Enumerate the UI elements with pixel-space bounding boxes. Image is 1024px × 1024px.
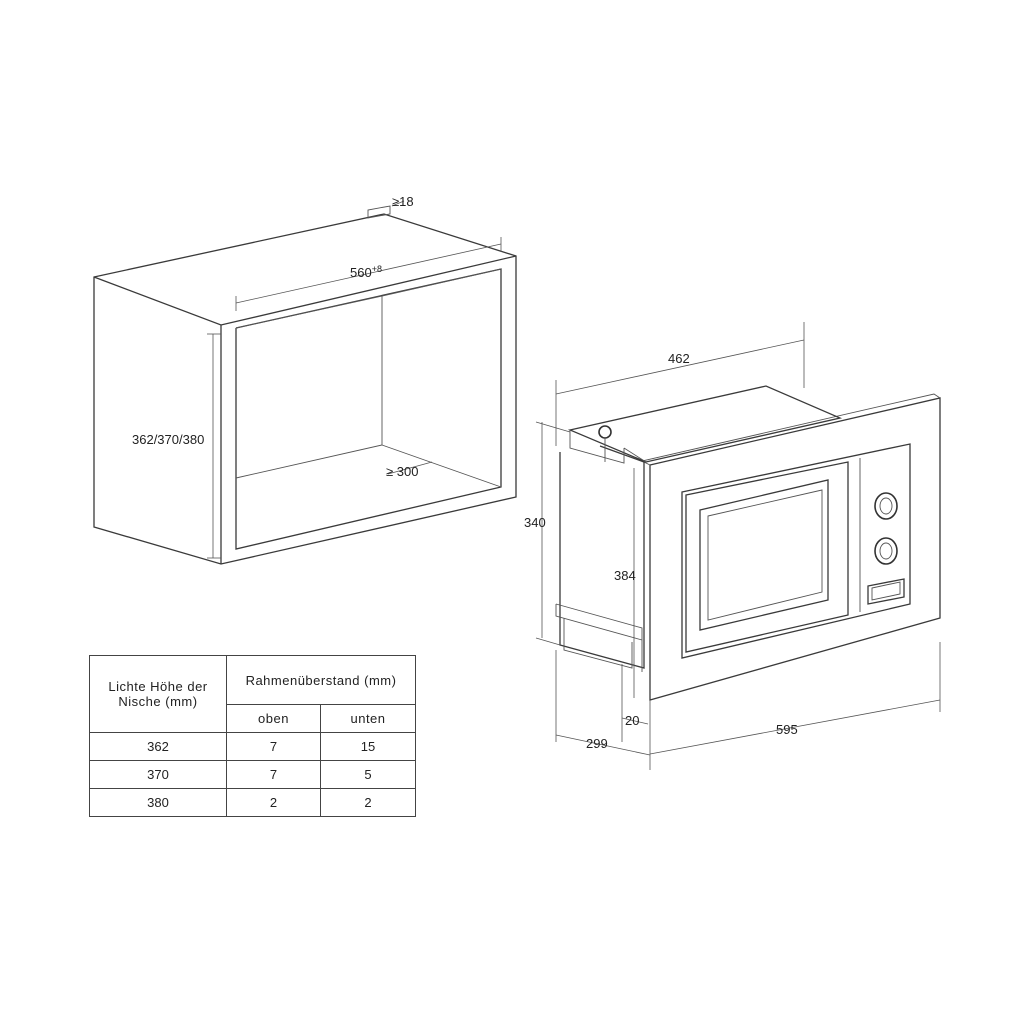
table-subheader-bottom: unten xyxy=(319,704,417,733)
microwave-door-frame xyxy=(685,461,849,653)
table-cell-height: 370 xyxy=(89,760,227,789)
oven-depth-dimension-line xyxy=(555,339,805,395)
oven-frame-width-label: 595 xyxy=(776,722,798,737)
microwave-drawing: 462 340 384 299 20 595 xyxy=(524,322,941,770)
niche-height-label: 362/370/380 xyxy=(132,432,204,447)
table-header-niche-height: Lichte Höhe der Nische (mm) xyxy=(89,655,227,733)
table-header-frame-overhang: Rahmenüberstand (mm) xyxy=(225,655,417,705)
frame-overhang-table: Lichte Höhe der Nische (mm) Rahmenüberst… xyxy=(89,655,417,817)
power-knob-icon xyxy=(874,537,898,565)
microwave-front-panel xyxy=(681,443,911,659)
oven-frame-height-label: 384 xyxy=(614,568,636,583)
oven-frame-offset-label: 20 xyxy=(625,713,639,728)
microwave-window-inner xyxy=(707,489,823,621)
oven-body-height-label: 340 xyxy=(524,515,546,530)
niche-front-edge xyxy=(93,255,517,326)
niche-opening xyxy=(220,268,502,564)
oven-side-depth-dimension-line xyxy=(555,734,651,756)
niche-width-dimension-line xyxy=(235,243,502,304)
microwave-frame-top-edge xyxy=(640,393,941,466)
door-release-button-icon xyxy=(867,578,905,605)
microwave-body-side xyxy=(559,445,645,669)
microwave-window xyxy=(699,479,829,631)
top-cable-connector-icon xyxy=(598,425,612,439)
niche-inner-back xyxy=(235,268,502,488)
oven-depth-label: 462 xyxy=(668,351,690,366)
table-row: 362 7 15 xyxy=(89,732,417,761)
microwave-body-top xyxy=(567,385,843,463)
table-cell-bottom: 5 xyxy=(319,760,417,789)
microwave-front-frame xyxy=(649,397,941,701)
niche-top-tab xyxy=(367,205,391,219)
table-cell-top: 7 xyxy=(226,760,321,789)
table-cell-bottom: 2 xyxy=(319,788,417,817)
table-row: 380 2 2 xyxy=(89,788,417,817)
table-subheader-top: oben xyxy=(226,704,321,733)
niche-outer-outline xyxy=(93,213,517,565)
oven-side-depth-label: 299 xyxy=(586,736,608,751)
table-subheader-row: oben unten xyxy=(90,704,417,733)
niche-width-label: 560+8 xyxy=(350,264,382,280)
table-cell-top: 2 xyxy=(226,788,321,817)
table-cell-top: 7 xyxy=(226,732,321,761)
oven-frame-width-dimension-line xyxy=(649,699,941,755)
niche-drawing: 560+8 ≥18 362/370/380 ≥ 300 xyxy=(93,194,517,565)
table-cell-height: 362 xyxy=(89,732,227,761)
table-header-row: Lichte Höhe der Nische (mm) Rahmenüberst… xyxy=(89,655,417,733)
table-cell-height: 380 xyxy=(89,788,227,817)
timer-knob-icon xyxy=(874,492,898,520)
table-cell-bottom: 15 xyxy=(319,732,417,761)
niche-depth-label: ≥18 xyxy=(392,194,414,209)
niche-inner-depth-label: ≥ 300 xyxy=(386,464,418,479)
table-row: 370 7 5 xyxy=(89,760,417,789)
